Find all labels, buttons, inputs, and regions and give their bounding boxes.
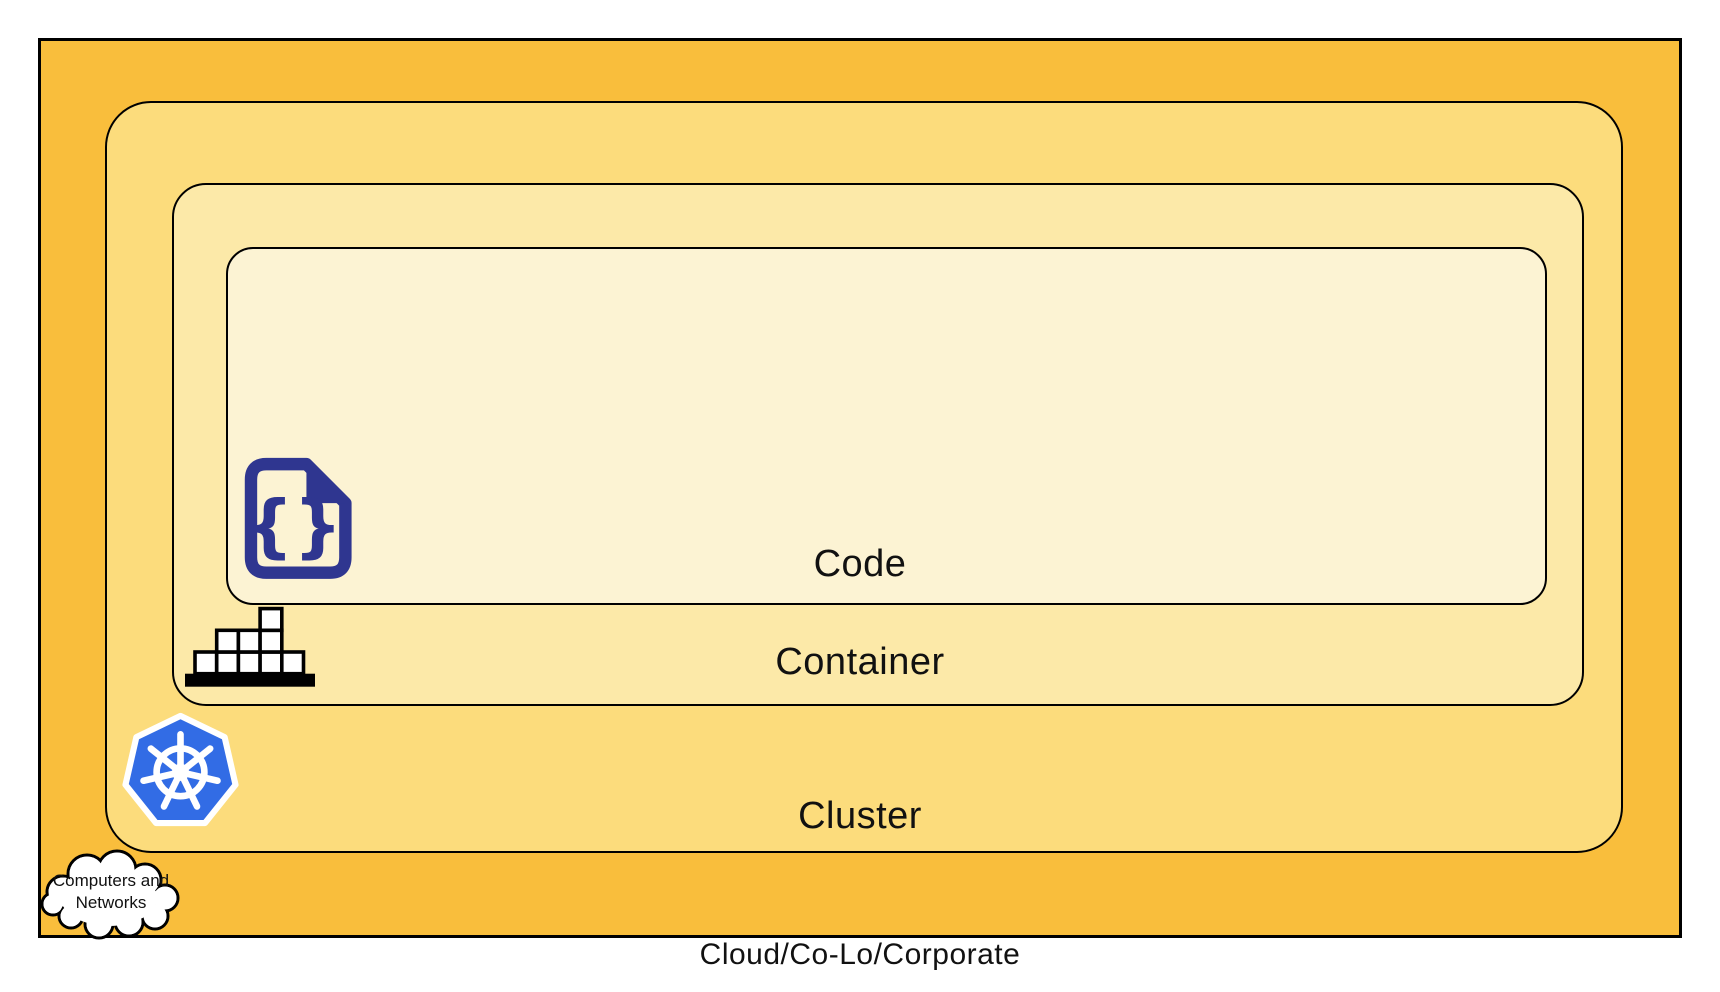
cloud-callout-line2: Networks xyxy=(75,893,147,912)
datacenter-label-line1: Cloud/Co-Lo/Corporate xyxy=(699,938,1021,971)
layer-code xyxy=(226,247,1547,605)
cloud-icon: Computers and Networks xyxy=(39,844,183,942)
cloud-callout-text: Computers and Networks xyxy=(39,870,183,914)
container-stack-icon xyxy=(183,606,317,688)
svg-text:{}: {} xyxy=(245,486,342,566)
layer-datacenter xyxy=(38,38,1682,938)
code-label: Code xyxy=(813,543,907,585)
cluster-label: Cluster xyxy=(798,795,922,837)
datacenter-label: Cloud/Co-Lo/Corporate Datacenter xyxy=(38,867,1682,992)
kubernetes-helm-wheel-icon xyxy=(119,711,242,836)
container-label: Container xyxy=(775,641,945,683)
cloud-callout-line1: Computers and xyxy=(52,871,170,890)
layer-cluster xyxy=(105,101,1623,853)
code-file-braces-icon: {} xyxy=(238,456,356,582)
layer-container xyxy=(172,183,1584,706)
